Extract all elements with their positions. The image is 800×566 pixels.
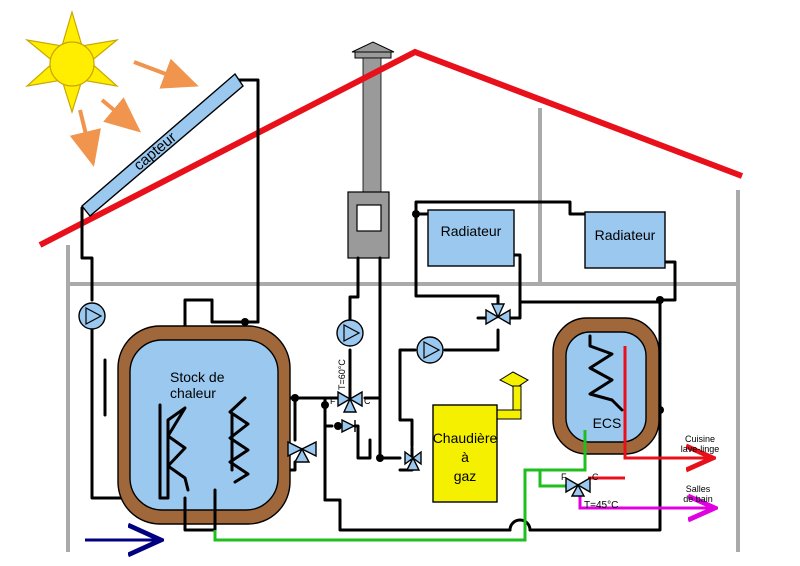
mixing-valve-2-icon (565, 476, 591, 497)
pipe-junctions (241, 210, 664, 462)
mixing-valve-2-temp: T=45°C (584, 500, 618, 511)
radiator-2-label: Radiateur (595, 227, 656, 243)
sun-icon (24, 9, 120, 115)
solar-pump-icon (78, 302, 106, 330)
hot-water-kitchen-pipe (588, 346, 710, 480)
three-way-valve-3-icon (404, 450, 422, 471)
solar-collector: capteur (81, 72, 244, 218)
mixing-valve-2-hot-port: C (592, 472, 599, 482)
radiator-1-label: Radiateur (441, 223, 502, 239)
chimney (347, 41, 395, 259)
mixing-valve-1-temp: T=60°C (337, 359, 347, 390)
dhw-label: ECS (593, 415, 622, 431)
bath-label-line1: Salles (686, 484, 711, 494)
kitchen-label-line1: Cuisine (685, 434, 715, 444)
roof (38, 48, 744, 248)
radiator-pump-icon (416, 336, 444, 364)
boiler-label-line1: Chaudière (433, 430, 498, 446)
three-way-valve-2-icon (287, 440, 317, 463)
boiler-label-line3: gaz (454, 468, 477, 484)
three-way-valve-1-icon (337, 390, 363, 413)
three-way-valve-4-icon (485, 303, 511, 326)
boiler-label-line2: à (461, 449, 469, 465)
bath-label-line2: de bain (683, 494, 713, 504)
dhw-tank: ECS (552, 317, 660, 455)
solar-coil (158, 406, 190, 500)
check-valve-icon (341, 418, 356, 434)
collector-label: capteur (130, 129, 179, 174)
kitchen-label-line2: lave-linge (681, 444, 720, 454)
boiler-pump-icon (336, 319, 364, 347)
gas-boiler: Chaudière à gaz (432, 371, 529, 503)
house-walls (66, 108, 740, 552)
storage-label-line1: Stock de (170, 369, 225, 385)
heat-storage-tank: Stock de chaleur (117, 325, 291, 532)
storage-label-line2: chaleur (170, 385, 216, 401)
cold-water-pipe (213, 430, 587, 542)
mixing-valve-1-cold-port: F (330, 396, 336, 406)
radiator-2: Radiateur (584, 211, 666, 269)
mixing-valve-1-hot-port: C (364, 396, 371, 406)
radiator-1: Radiateur (427, 209, 515, 267)
sun-rays (69, 58, 199, 167)
mixing-valve-2-cold-port: F (561, 472, 567, 482)
hot-water-bath-pipe (578, 494, 712, 508)
